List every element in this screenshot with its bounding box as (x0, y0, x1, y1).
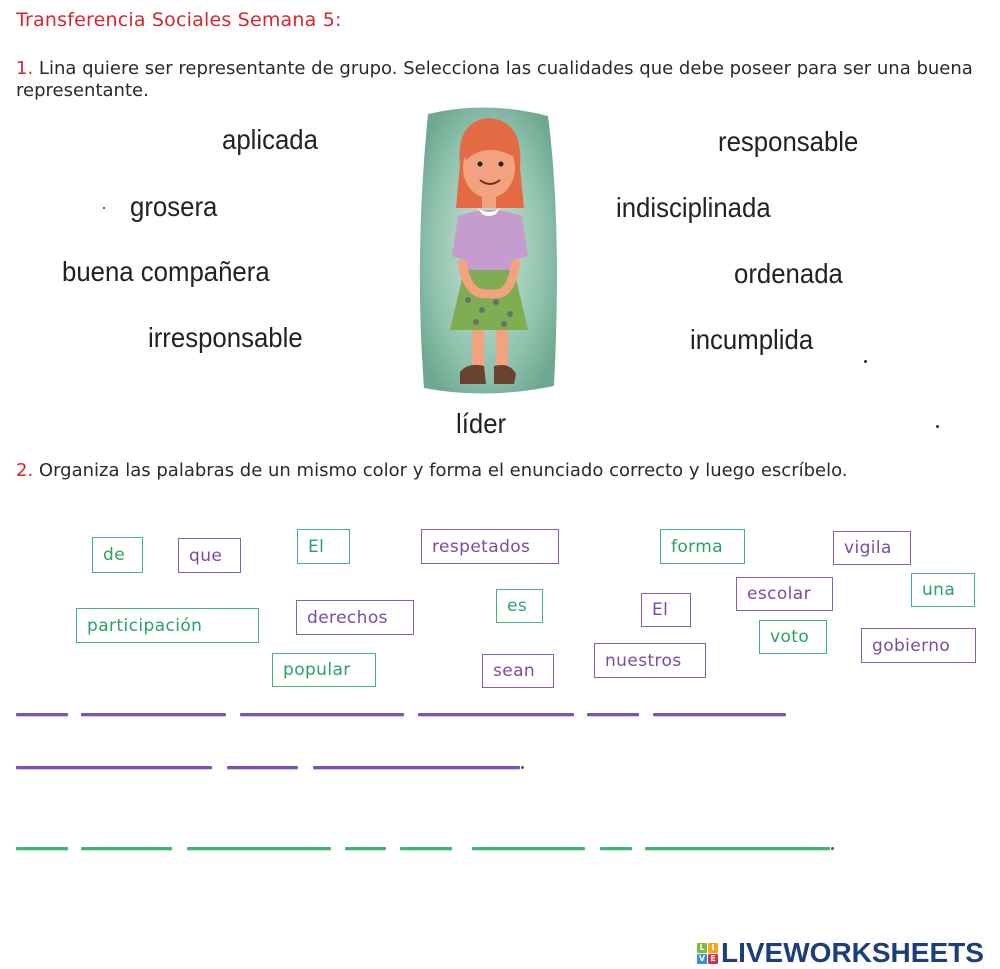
quality-option[interactable]: buena compañera (62, 256, 270, 287)
answer-blank[interactable] (418, 713, 574, 716)
quality-option[interactable]: aplicada (222, 124, 318, 155)
stray-dot (103, 207, 105, 209)
quality-option[interactable]: indisciplinada (616, 192, 771, 223)
question-1-number: 1. (16, 58, 34, 79)
logo-text: LIVEWORKSHEETS (721, 937, 984, 968)
question-1: 1. Lina quiere ser representante de grup… (16, 58, 976, 102)
word-chip[interactable]: escolar (736, 577, 833, 611)
word-chip[interactable]: de (92, 537, 143, 573)
word-chip[interactable]: El (297, 529, 350, 564)
word-chip[interactable]: derechos (296, 600, 414, 635)
word-chip[interactable]: El (641, 593, 691, 627)
question-2-text: Organiza las palabras de un mismo color … (33, 460, 848, 481)
answer-blank[interactable] (16, 766, 212, 769)
word-chip[interactable]: es (496, 589, 543, 623)
answer-blank[interactable] (653, 713, 786, 716)
answer-blank[interactable] (16, 847, 68, 850)
answer-blank[interactable] (472, 847, 585, 850)
word-chip[interactable]: popular (272, 653, 376, 687)
logo-letter: I (708, 942, 718, 953)
worksheet-title: Transferencia Sociales Semana 5: (16, 9, 342, 31)
word-chip[interactable]: respetados (421, 529, 559, 564)
quality-option[interactable]: grosera (130, 191, 218, 222)
answer-blank[interactable] (227, 766, 298, 769)
question-1-text: Lina quiere ser representante de grupo. … (16, 58, 973, 101)
word-chip[interactable]: participación (76, 608, 259, 643)
period-mark (521, 766, 524, 769)
answer-blank[interactable] (81, 713, 226, 716)
question-2: 2. Organiza las palabras de un mismo col… (16, 458, 996, 483)
answer-blank[interactable] (81, 847, 172, 850)
period-mark (831, 847, 834, 850)
girl-illustration (416, 104, 560, 404)
word-chip[interactable]: que (178, 538, 241, 573)
word-chip[interactable]: voto (759, 620, 827, 654)
word-chip[interactable]: una (911, 573, 975, 607)
logo-letter: V (697, 953, 707, 964)
word-chip[interactable]: nuestros (594, 643, 706, 678)
answer-blank[interactable] (345, 847, 386, 850)
quality-option[interactable]: irresponsable (148, 322, 303, 353)
stray-dot (864, 360, 867, 363)
answer-blank[interactable] (16, 713, 68, 716)
word-chip[interactable]: sean (482, 654, 554, 688)
quality-option[interactable]: líder (456, 408, 507, 439)
quality-option[interactable]: responsable (718, 126, 859, 157)
answer-blank[interactable] (600, 847, 632, 850)
logo-letter: L (697, 942, 707, 953)
question-2-number: 2. (16, 460, 34, 481)
word-chip[interactable]: forma (660, 529, 745, 564)
answer-blank[interactable] (400, 847, 452, 850)
word-chip[interactable]: vigila (833, 531, 911, 565)
answer-blank[interactable] (187, 847, 331, 850)
answer-blank[interactable] (645, 847, 830, 850)
logo-letter: E (708, 953, 718, 964)
answer-blank[interactable] (587, 713, 639, 716)
word-chip[interactable]: gobierno (861, 628, 976, 663)
quality-option[interactable]: incumplida (690, 324, 814, 355)
answer-blank[interactable] (240, 713, 404, 716)
quality-option[interactable]: ordenada (734, 258, 843, 289)
answer-blank[interactable] (313, 766, 520, 769)
stray-dot (936, 425, 939, 428)
